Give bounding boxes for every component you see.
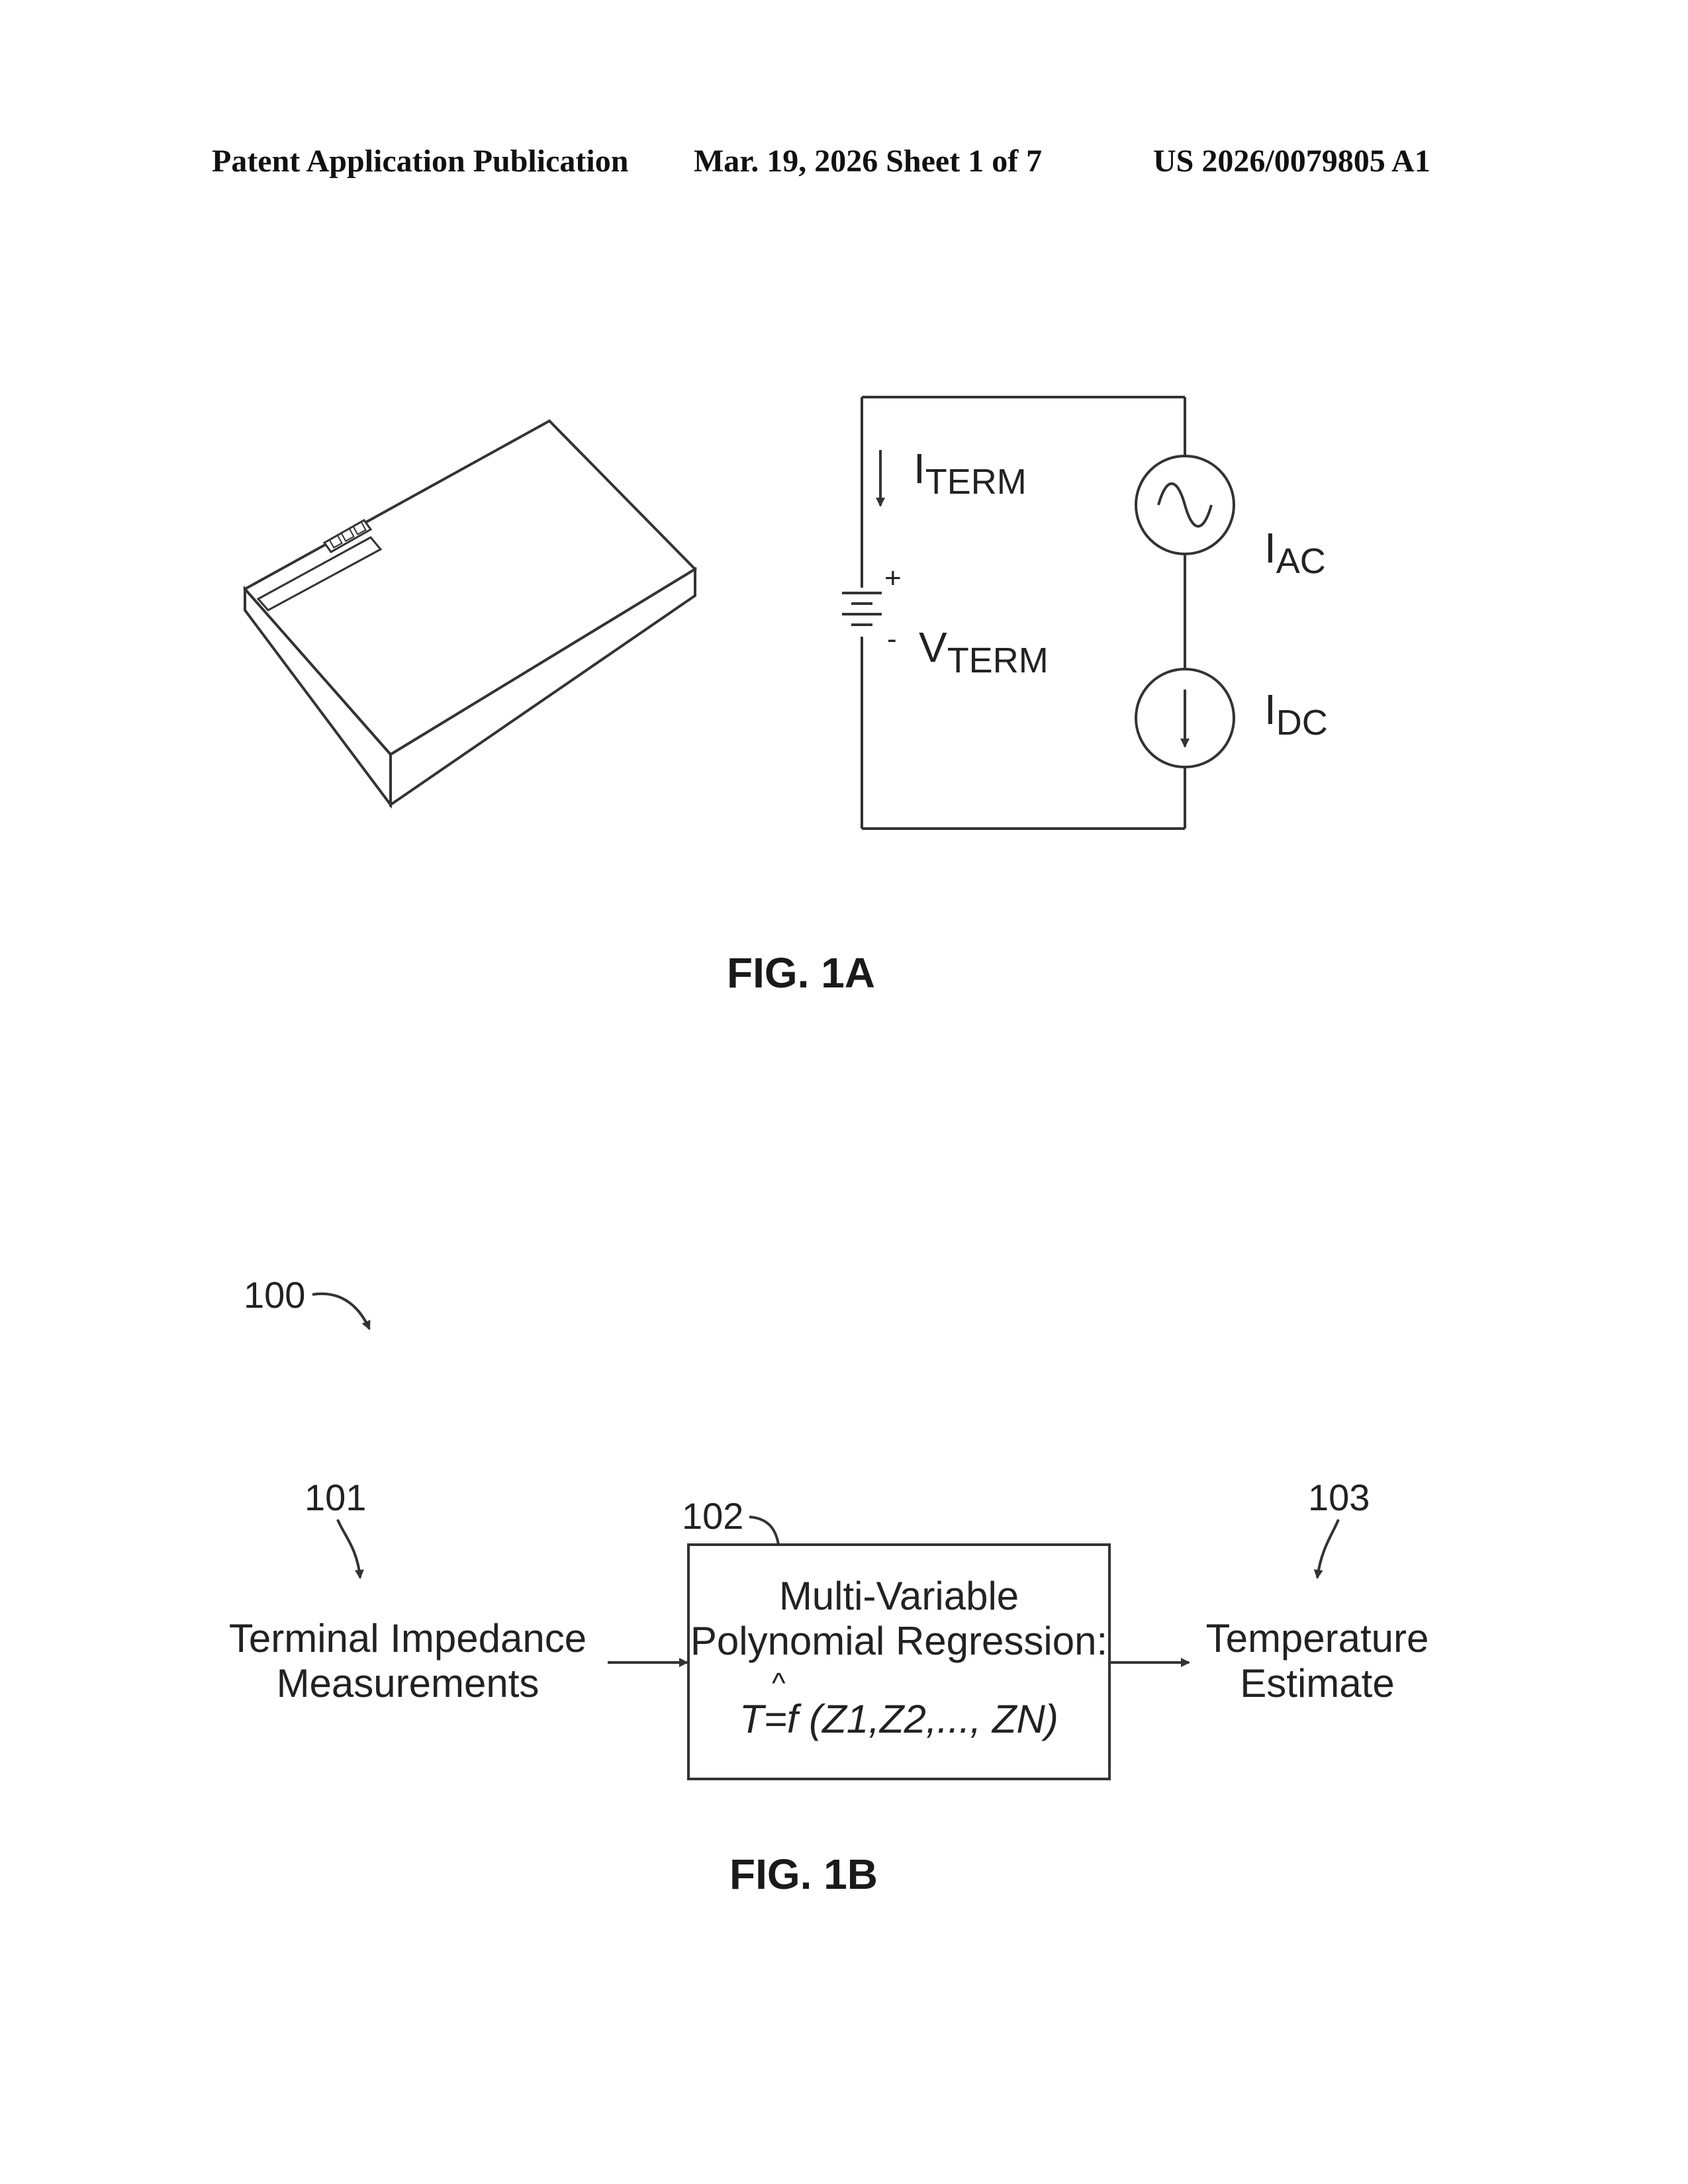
vterm-label: VTERM (919, 623, 1049, 680)
reference-arrow-101 (338, 1520, 360, 1578)
regression-formula: T=f (Z1,Z2,..., ZN) (739, 1697, 1058, 1741)
input-label-line-1: Terminal Impedance (229, 1616, 586, 1661)
reference-numeral-101: 101 (305, 1477, 366, 1518)
reference-numeral-102: 102 (682, 1495, 743, 1537)
battery-cell-illustration (245, 421, 695, 805)
battery-top-face (245, 421, 695, 754)
terminal-circuit: + - ITERM VTERM IAC IDC (842, 397, 1328, 829)
fig-1b-caption: FIG. 1B (729, 1850, 878, 1898)
reference-leader-102 (749, 1517, 778, 1545)
idc-label: IDC (1264, 686, 1328, 743)
battery-symbol (842, 593, 882, 625)
iterm-label: ITERM (914, 445, 1027, 502)
output-label-line-1: Temperature (1206, 1616, 1429, 1661)
reference-numeral-100: 100 (244, 1274, 305, 1316)
reference-arrow-100 (312, 1294, 369, 1329)
reference-arrow-103 (1317, 1520, 1338, 1578)
minus-sign: - (887, 623, 897, 655)
plus-sign: + (884, 562, 902, 594)
input-label-line-2: Measurements (277, 1661, 539, 1706)
block-title-line-2: Polynomial Regression: (690, 1619, 1107, 1663)
iac-label: IAC (1264, 524, 1326, 581)
fig-1a-caption: FIG. 1A (727, 949, 875, 997)
block-title-line-1: Multi-Variable (779, 1574, 1019, 1618)
formula-hat-symbol: ^ (772, 1667, 786, 1700)
reference-numeral-103: 103 (1308, 1477, 1370, 1518)
output-label-line-2: Estimate (1240, 1661, 1394, 1706)
